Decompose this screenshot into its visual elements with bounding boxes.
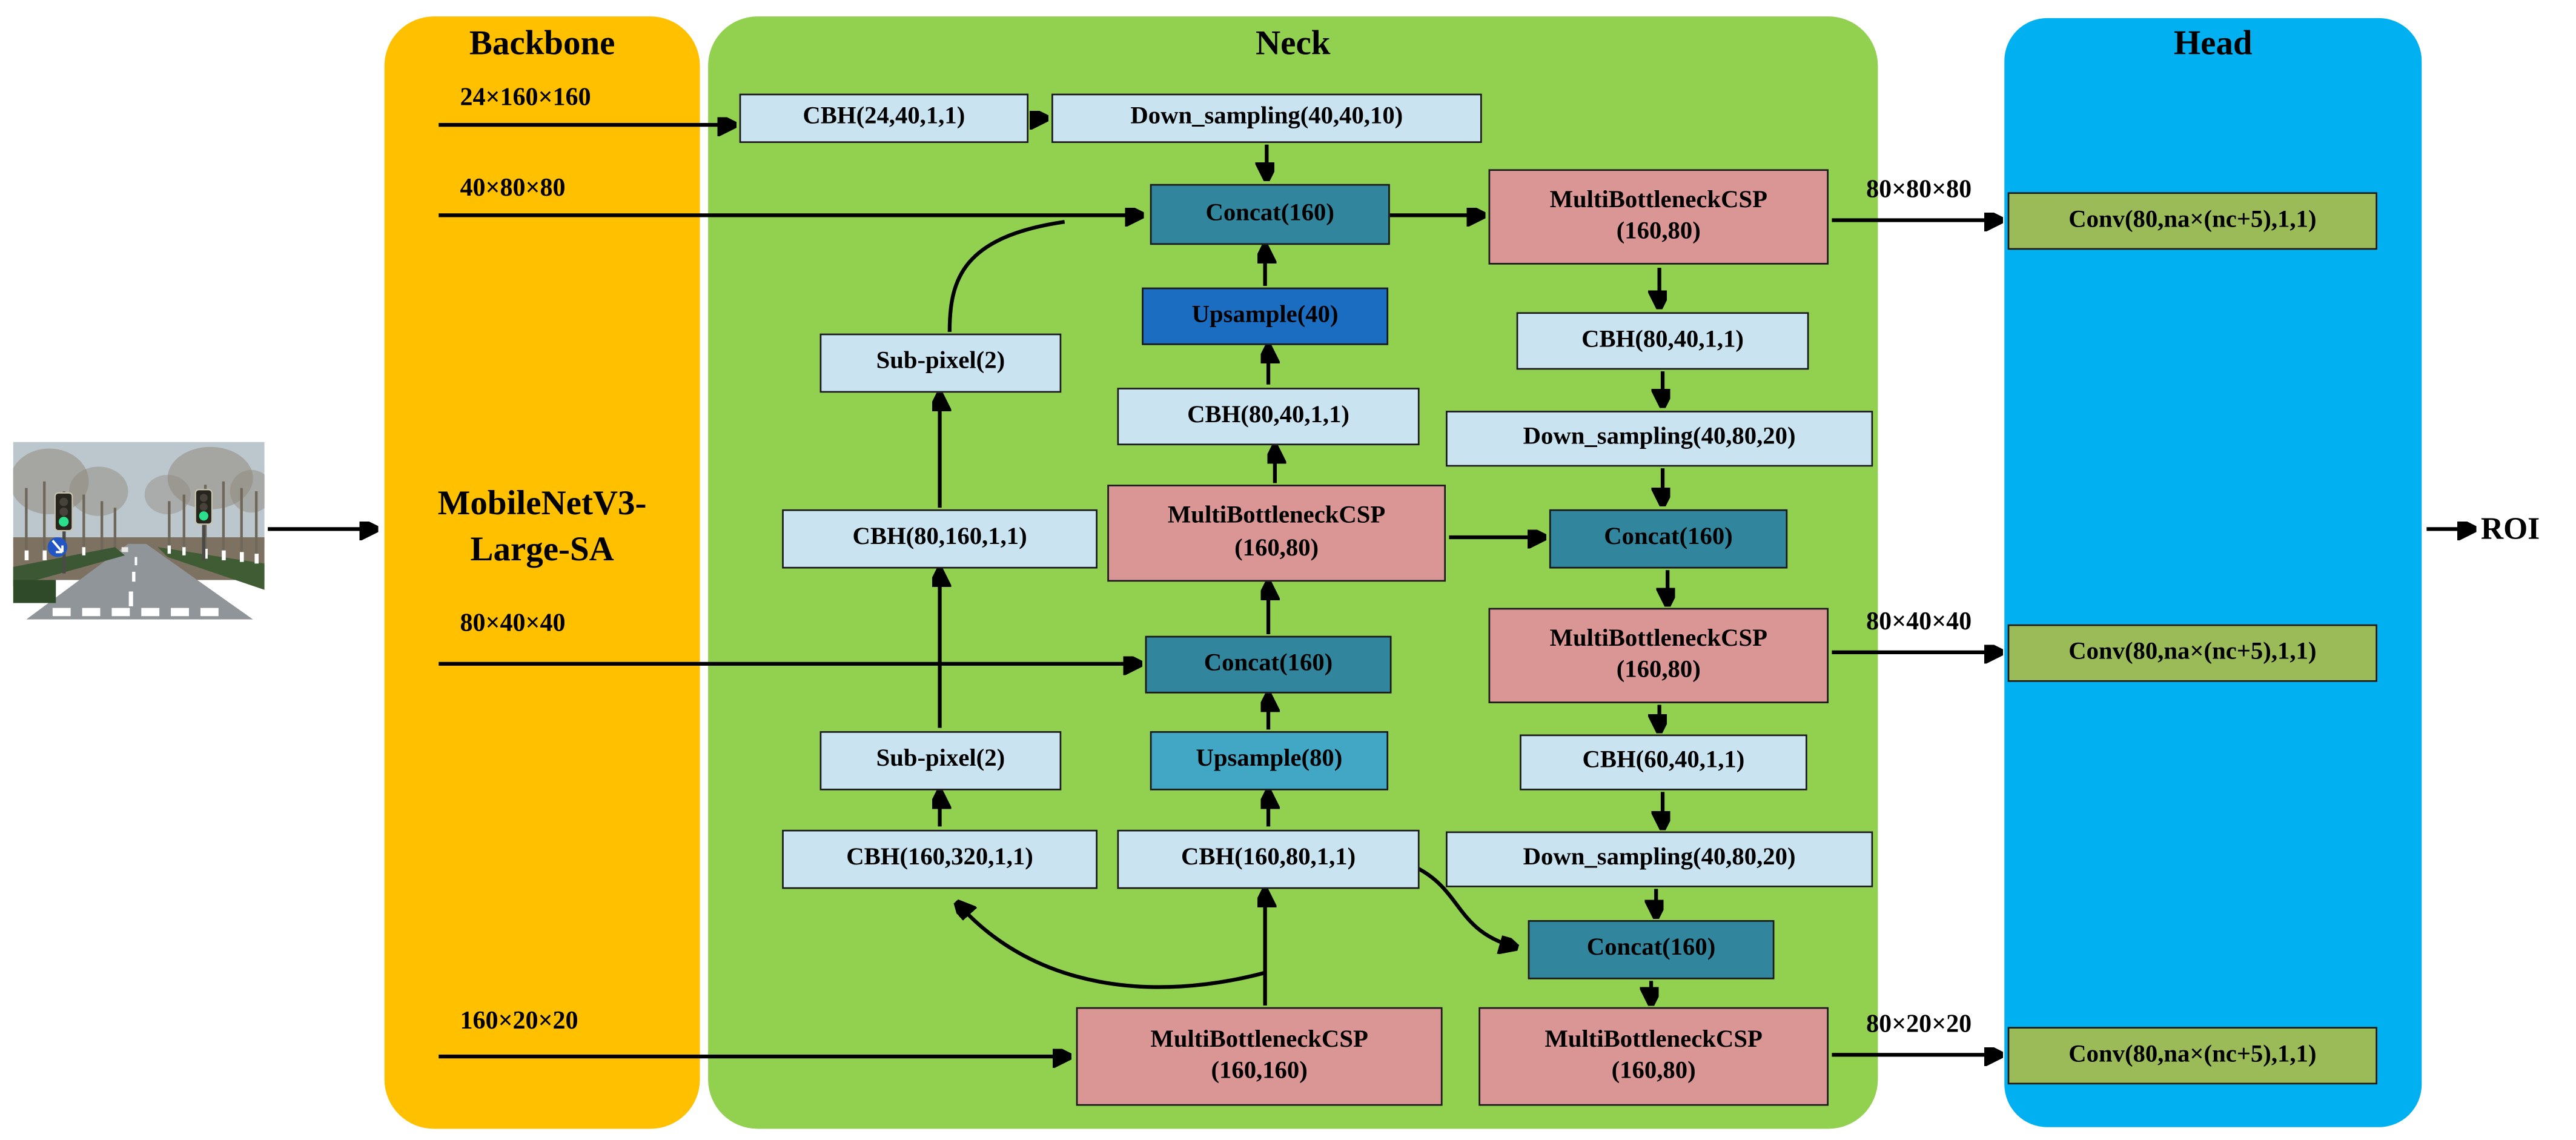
traffic-light-left bbox=[54, 492, 73, 574]
road bbox=[26, 543, 253, 620]
node-multibottleneckcsp-160-80-bottom: MultiBottleneckCSP (160,80) bbox=[1478, 1007, 1829, 1106]
neck-title: Neck bbox=[1256, 22, 1331, 63]
node-conv-head-mid: Conv(80,na×(nc+5),1,1) bbox=[2007, 624, 2377, 682]
node-cbh-80-40-1-1-right: CBH(80,40,1,1) bbox=[1516, 312, 1809, 370]
feature-map-label: 24×160×160 bbox=[460, 84, 591, 112]
backbone-title: Backbone bbox=[469, 22, 615, 63]
backbone-model-label: MobileNetV3- Large-SA bbox=[437, 483, 647, 569]
node-concat-160-top: Concat(160) bbox=[1150, 184, 1390, 245]
feature-map-label: 80×80×80 bbox=[1866, 176, 1972, 204]
node-multibottleneckcsp-160-80-right: MultiBottleneckCSP (160,80) bbox=[1488, 608, 1829, 703]
tree-canopy bbox=[144, 474, 191, 515]
feature-map-label: 80×20×20 bbox=[1866, 1010, 1972, 1039]
hedge bbox=[13, 580, 56, 603]
blue-direction-sign bbox=[47, 537, 68, 557]
node-upsample-40: Upsample(40) bbox=[1142, 287, 1389, 345]
backbone-panel bbox=[384, 16, 700, 1129]
node-sub-pixel-2-bottom: Sub-pixel(2) bbox=[819, 731, 1062, 790]
input-road-image bbox=[13, 442, 265, 620]
head-title: Head bbox=[2173, 22, 2253, 63]
node-concat-160-bottom: Concat(160) bbox=[1528, 920, 1775, 979]
tree-canopy bbox=[167, 446, 253, 509]
node-sub-pixel-2-top: Sub-pixel(2) bbox=[819, 333, 1062, 393]
feature-map-label: 80×40×40 bbox=[460, 609, 566, 638]
node-multibottleneckcsp-160-160: MultiBottleneckCSP (160,160) bbox=[1076, 1007, 1443, 1106]
node-down-sampling-40-40-10: Down_sampling(40,40,10) bbox=[1051, 93, 1482, 143]
node-multibottleneckcsp-160-80-mid: MultiBottleneckCSP (160,80) bbox=[1107, 485, 1446, 582]
tree-canopy bbox=[68, 466, 128, 516]
node-down-sampling-40-80-20-mid: Down_sampling(40,80,20) bbox=[1446, 411, 1873, 467]
node-multibottleneckcsp-160-80-top: MultiBottleneckCSP (160,80) bbox=[1488, 169, 1829, 265]
traffic-light-right bbox=[194, 489, 213, 560]
head-panel bbox=[2004, 18, 2422, 1127]
node-cbh-24-40-1-1: CBH(24,40,1,1) bbox=[739, 93, 1029, 143]
feature-map-label: 80×40×40 bbox=[1866, 608, 1972, 636]
right-hedge bbox=[157, 547, 265, 590]
tree-trunks bbox=[25, 481, 258, 562]
node-conv-head-top: Conv(80,na×(nc+5),1,1) bbox=[2007, 192, 2377, 250]
node-down-sampling-40-80-20-bottom: Down_sampling(40,80,20) bbox=[1446, 831, 1873, 887]
node-concat-160-right: Concat(160) bbox=[1549, 509, 1788, 569]
node-cbh-160-320-1-1: CBH(160,320,1,1) bbox=[782, 829, 1098, 889]
node-cbh-60-40-1-1: CBH(60,40,1,1) bbox=[1520, 734, 1807, 790]
crosswalk bbox=[52, 608, 219, 617]
left-hedge bbox=[13, 547, 125, 587]
roi-output-label: ROI bbox=[2480, 512, 2540, 548]
node-conv-head-bottom: Conv(80,na×(nc+5),1,1) bbox=[2007, 1027, 2377, 1085]
distant-car bbox=[121, 547, 128, 552]
node-upsample-80: Upsample(80) bbox=[1150, 731, 1389, 790]
lane-markings bbox=[128, 557, 137, 606]
feature-map-label: 40×80×80 bbox=[460, 174, 566, 202]
node-concat-160-mid: Concat(160) bbox=[1145, 635, 1392, 694]
node-cbh-80-160-1-1: CBH(80,160,1,1) bbox=[782, 509, 1098, 569]
node-cbh-80-40-1-1-mid: CBH(80,40,1,1) bbox=[1117, 388, 1420, 446]
feature-map-label: 160×20×20 bbox=[460, 1007, 578, 1035]
node-cbh-160-80-1-1: CBH(160,80,1,1) bbox=[1117, 829, 1420, 889]
